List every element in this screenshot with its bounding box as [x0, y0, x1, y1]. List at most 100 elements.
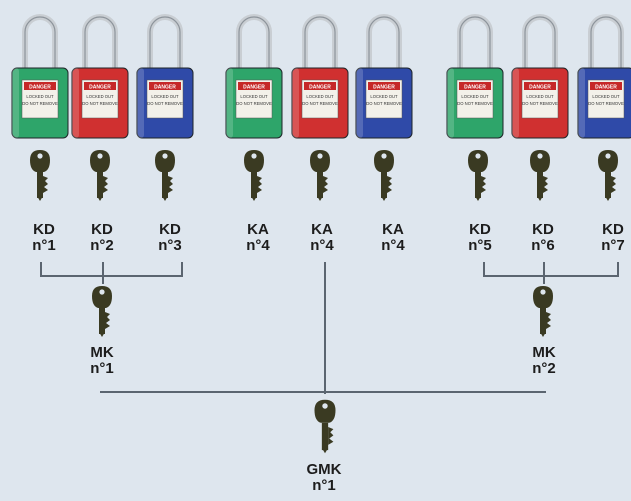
padlock-tag-text: LOCKED OUT	[592, 94, 620, 99]
key-bow-hole	[540, 289, 546, 295]
padlock-shackle	[82, 14, 118, 73]
key-blade	[540, 308, 546, 334]
padlock-tag-sign: DANGER	[29, 85, 51, 91]
padlock-highlight	[447, 68, 454, 138]
key-bow	[533, 286, 553, 308]
padlock-shackle-edge	[368, 16, 400, 70]
padlock-shackle	[457, 14, 493, 73]
group1-to-mk1	[102, 276, 104, 284]
key-icon-1	[30, 150, 50, 201]
key-teeth	[328, 427, 334, 445]
grand-master-key-icon	[314, 399, 336, 454]
padlock-tag-text: DO NOT REMOVE	[522, 101, 558, 106]
key-tip	[475, 196, 481, 201]
key-tip	[381, 196, 387, 201]
key-bow	[92, 286, 112, 308]
key-blade	[251, 172, 257, 198]
key-bow-hole	[99, 289, 105, 295]
key-tip	[162, 196, 168, 201]
group1-bracket-right	[181, 262, 183, 277]
master-key-icon-1	[92, 286, 112, 337]
padlock-tag-header	[84, 82, 116, 90]
padlock-tag-text: LOCKED OUT	[86, 94, 114, 99]
key-bow	[374, 150, 394, 172]
padlock-shackle-edge	[84, 16, 116, 70]
padlock-tag-header	[149, 82, 181, 90]
padlock-shackle-edge	[459, 16, 491, 70]
key-bow-hole	[162, 153, 168, 159]
group1-bracket-bar	[40, 275, 183, 277]
padlock-shackle	[588, 14, 624, 73]
key-icon-8	[530, 150, 550, 201]
padlock-highlight	[356, 68, 363, 138]
key-bow-hole	[381, 153, 387, 159]
padlock-tag-text: LOCKED OUT	[461, 94, 489, 99]
key-tip	[37, 196, 43, 201]
padlock-highlight	[12, 68, 19, 138]
group3-bracket-bar	[483, 275, 619, 277]
key-blade	[537, 172, 543, 198]
padlock-shackle-edge	[238, 16, 270, 70]
group3-bracket-left	[483, 262, 485, 277]
key-icon-4	[244, 150, 264, 201]
key-bow-hole	[97, 153, 103, 159]
key-blade	[381, 172, 387, 198]
key-icon-3	[155, 150, 175, 201]
key-bow	[244, 150, 264, 172]
padlock-shackle	[236, 14, 272, 73]
padlock-highlight	[292, 68, 299, 138]
padlock-highlight	[512, 68, 519, 138]
key-teeth	[43, 176, 48, 193]
key-bow	[310, 150, 330, 172]
padlock-tag-header	[368, 82, 400, 90]
key-bow	[90, 150, 110, 172]
key-icon-7	[468, 150, 488, 201]
key-tip	[540, 332, 546, 337]
key-bow	[468, 150, 488, 172]
key-tip	[251, 196, 257, 201]
key-blade	[605, 172, 611, 198]
padlock-highlight	[226, 68, 233, 138]
key-bow	[530, 150, 550, 172]
padlock-shackle	[147, 14, 183, 73]
padlock-tag-sign: DANGER	[529, 85, 551, 91]
group1-bracket-left	[40, 262, 42, 277]
padlock-tag-text: LOCKED OUT	[526, 94, 554, 99]
key-icon-6	[374, 150, 394, 201]
key-teeth	[103, 176, 108, 193]
padlock-tag-header	[459, 82, 491, 90]
padlock-shackle-edge	[304, 16, 336, 70]
padlock-tag-text: DO NOT REMOVE	[147, 101, 183, 106]
key-tip	[605, 196, 611, 201]
key-teeth	[168, 176, 173, 193]
padlock-tag-text: LOCKED OUT	[240, 94, 268, 99]
padlock-shackle-edge	[149, 16, 181, 70]
key-tip	[317, 196, 323, 201]
padlock-highlight	[578, 68, 585, 138]
key-bow	[598, 150, 618, 172]
padlock-tag-text: LOCKED OUT	[151, 94, 179, 99]
padlock-tag-header	[590, 82, 622, 90]
padlock-tag-header	[524, 82, 556, 90]
group3-bracket-center	[543, 262, 545, 277]
key-teeth	[543, 176, 548, 193]
padlock-tag-sign: DANGER	[89, 85, 111, 91]
padlock-shackle-edge	[524, 16, 556, 70]
key-blade	[162, 172, 168, 198]
